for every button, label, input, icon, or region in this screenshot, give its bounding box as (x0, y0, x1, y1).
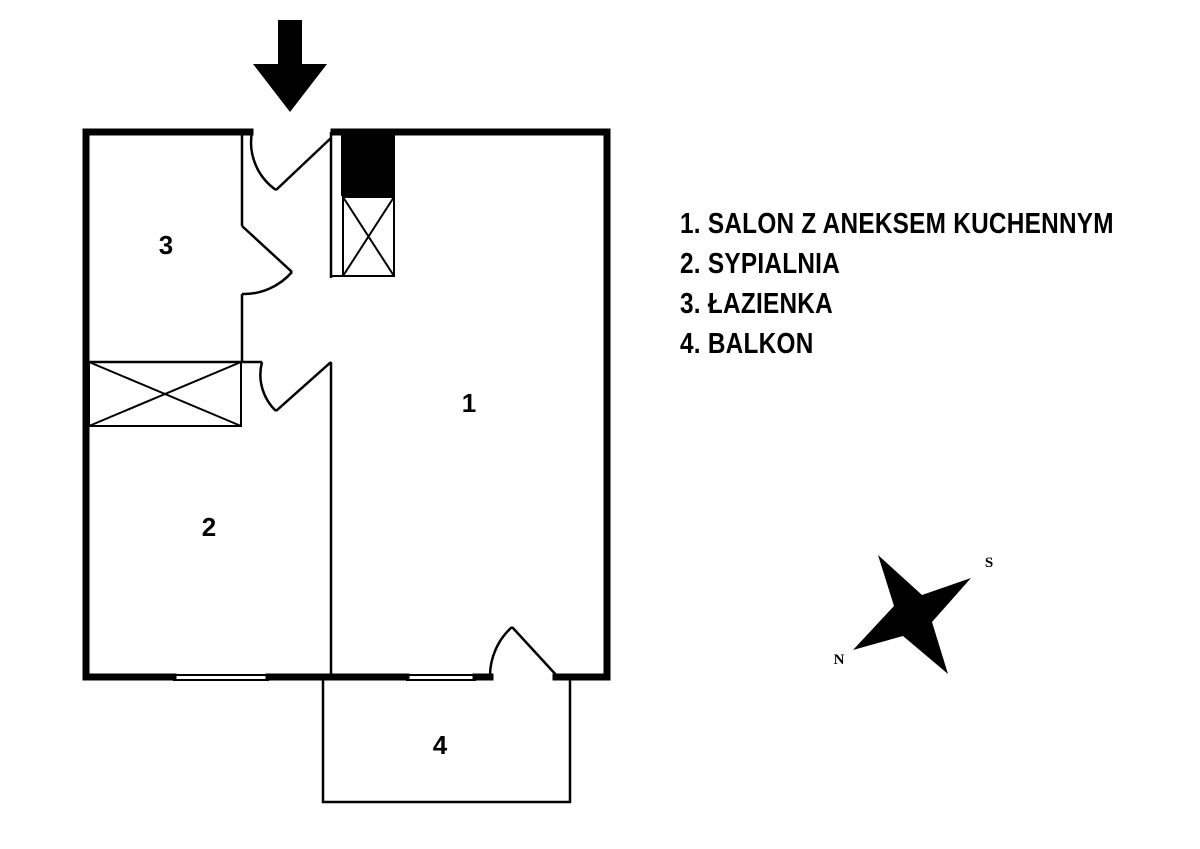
balcony-door-swing (488, 626, 513, 678)
legend-item-2: 2. SYPIALNIA (680, 248, 841, 280)
room-label-4: 4 (433, 730, 448, 760)
chimney-block (341, 132, 395, 196)
compass-south-label: S (985, 555, 993, 571)
entrance-arrow-icon (253, 20, 327, 112)
doors (241, 131, 559, 678)
entrance-door (275, 137, 332, 191)
bedroom-door-swing (259, 361, 277, 412)
balcony-outline (321, 680, 572, 804)
legend-item-4: 4. BALKON (680, 328, 814, 360)
bedroom-door (275, 361, 332, 412)
wardrobe-crossed-box (88, 361, 242, 427)
bathroom-door (241, 225, 293, 273)
shaft-crossed-box (331, 196, 395, 277)
room-label-2: 2 (202, 512, 216, 542)
windows (173, 674, 476, 681)
interior-walls (86, 132, 333, 677)
room-label-1: 1 (462, 388, 476, 418)
room-legend: 1. SALON Z ANEKSEM KUCHENNYM 2. SYPIALNI… (680, 204, 1114, 364)
outer-walls (82, 128, 611, 681)
compass-icon (853, 555, 971, 674)
room-label-3: 3 (159, 230, 173, 260)
bathroom-door-swing (241, 271, 293, 296)
compass-north-label: N (834, 652, 845, 668)
legend-item-3: 3. ŁAZIENKA (680, 288, 834, 320)
legend-item-1: 1. SALON Z ANEKSEM KUCHENNYM (680, 208, 1114, 240)
entrance-door-swing (249, 131, 277, 192)
balcony-door (511, 626, 559, 678)
